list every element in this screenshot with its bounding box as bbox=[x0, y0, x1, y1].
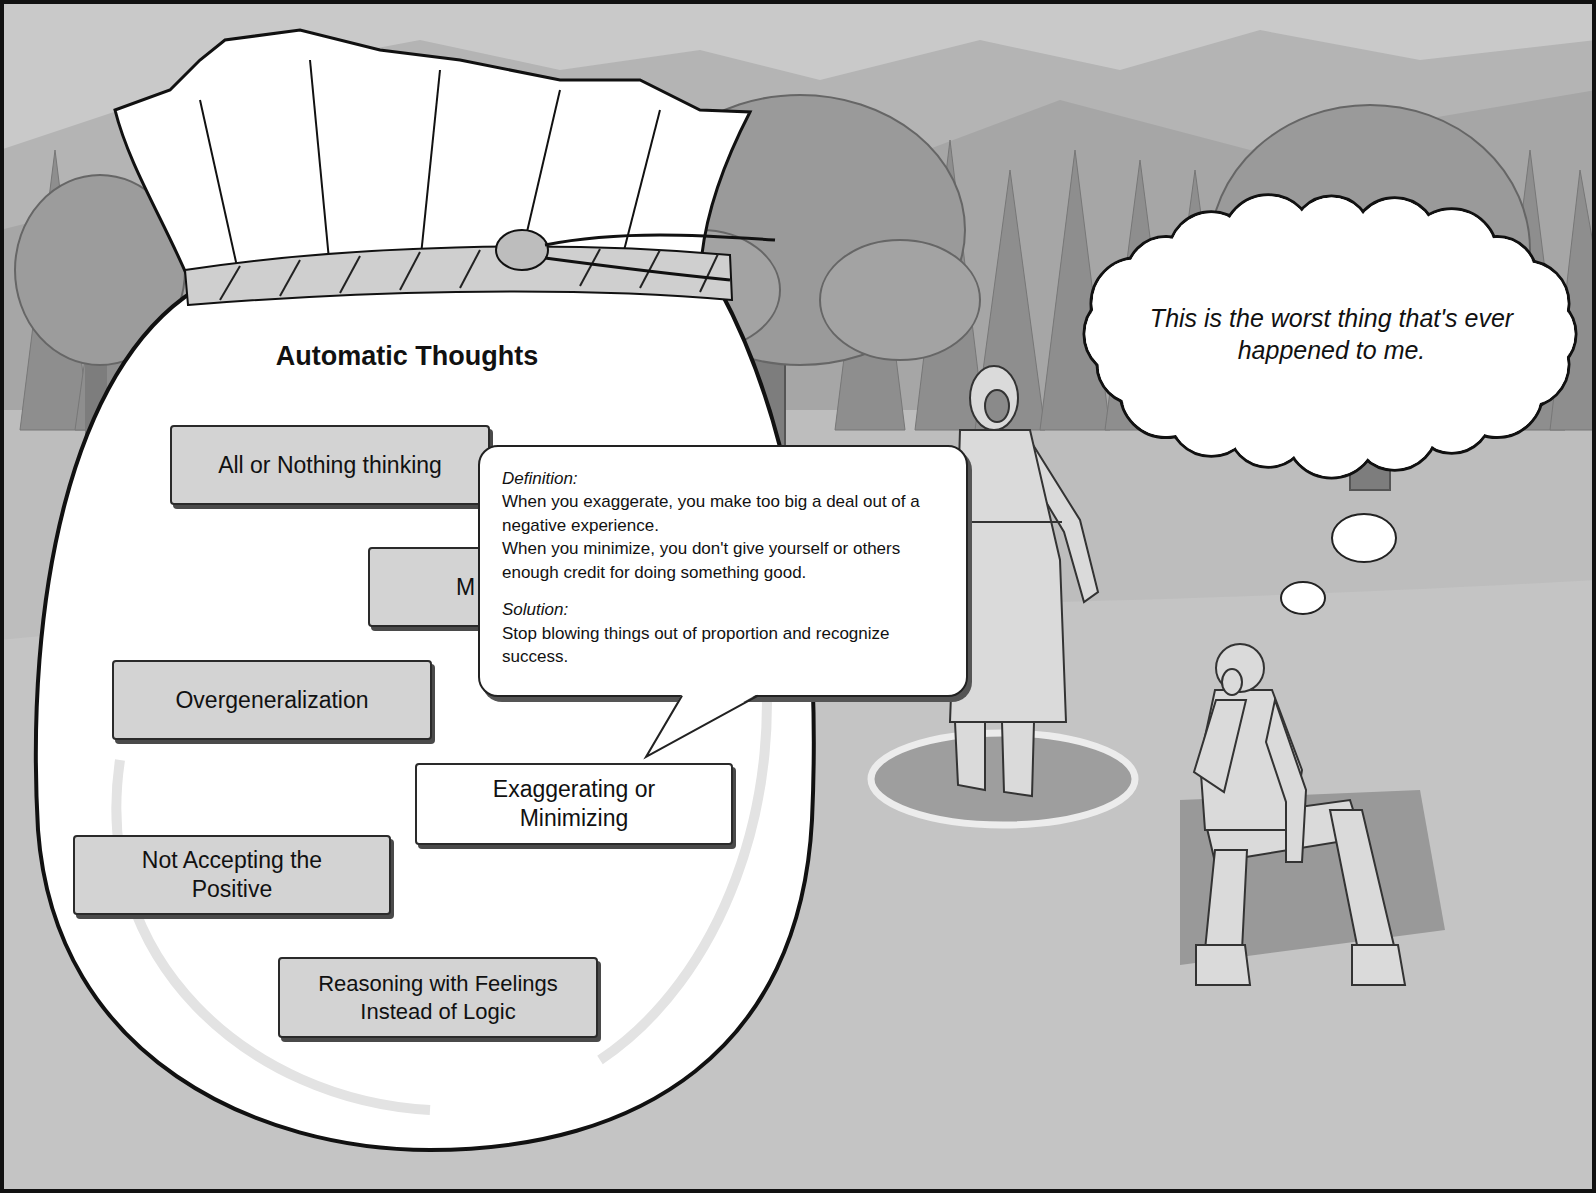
rope-line bbox=[700, 254, 718, 292]
man-boot bbox=[1352, 945, 1405, 985]
callout-text: When you exaggerate, you make too big a … bbox=[502, 490, 946, 537]
cloud-outline bbox=[1079, 188, 1584, 480]
bag-fold bbox=[420, 70, 440, 265]
cloud-fill bbox=[1123, 232, 1540, 436]
callout-text: Solution: bbox=[502, 598, 946, 621]
thought-puff bbox=[1332, 514, 1396, 562]
thought-box: All or Nothing thinking bbox=[170, 425, 490, 505]
bag-shading bbox=[116, 760, 430, 1110]
callout-tail-outline bbox=[646, 696, 758, 757]
figure-belt bbox=[955, 521, 1062, 523]
rope-line bbox=[400, 252, 420, 290]
thought-label: M bbox=[456, 573, 475, 602]
callout-tail bbox=[646, 694, 758, 757]
callout-text: Definition: bbox=[502, 467, 946, 490]
thought-box: Overgeneralization bbox=[112, 660, 432, 740]
thought-label: Exaggerating or Minimizing bbox=[474, 775, 674, 833]
bag-rope bbox=[185, 247, 732, 305]
thought-box: Not Accepting the Positive bbox=[73, 835, 391, 915]
definition-callout: Definition:When you exaggerate, you make… bbox=[478, 445, 968, 697]
man-arm bbox=[1194, 700, 1246, 792]
figure-hood bbox=[970, 366, 1018, 430]
rope-hatching bbox=[220, 249, 718, 300]
figure-face bbox=[985, 390, 1009, 422]
figure-boot bbox=[1002, 722, 1034, 796]
thought-label: All or Nothing thinking bbox=[218, 451, 442, 480]
rope-line bbox=[220, 266, 240, 300]
thought-label: Not Accepting the Positive bbox=[140, 846, 325, 904]
thought-box: Reasoning with Feelings Instead of Logic bbox=[278, 957, 598, 1038]
sitting-man bbox=[1194, 644, 1405, 985]
man-leg bbox=[1205, 850, 1247, 950]
bag-fold bbox=[200, 100, 240, 280]
thought-text: This is the worst thing that's ever happ… bbox=[1112, 302, 1552, 367]
bag-fold bbox=[620, 110, 660, 266]
thought-box: Exaggerating or Minimizing bbox=[415, 763, 733, 845]
man-boot bbox=[1196, 945, 1250, 985]
rope-line bbox=[460, 250, 480, 288]
callout-text: Stop blowing things out of proportion an… bbox=[502, 622, 946, 669]
figure-boot bbox=[955, 722, 985, 790]
thought-puff bbox=[1281, 582, 1325, 614]
bag-fold bbox=[310, 60, 330, 270]
bag-body bbox=[36, 290, 814, 1150]
thought-cloud: This is the worst thing that's ever happ… bbox=[1079, 188, 1584, 480]
tree-canopy bbox=[820, 240, 980, 360]
rope-end bbox=[545, 235, 775, 245]
bag-title: Automatic Thoughts bbox=[257, 341, 557, 372]
rope-line bbox=[280, 260, 300, 296]
rope-end bbox=[545, 258, 730, 280]
man-leg bbox=[1330, 810, 1395, 950]
rope-line bbox=[340, 256, 360, 293]
thought-label: Reasoning with Feelings Instead of Logic bbox=[292, 970, 584, 1025]
thought-label: Overgeneralization bbox=[175, 686, 368, 715]
hooded-figure bbox=[950, 366, 1098, 796]
rope-line bbox=[580, 249, 600, 286]
rope-knot bbox=[496, 230, 548, 270]
callout-text: When you minimize, you don't give yourse… bbox=[502, 537, 946, 584]
man-arm bbox=[1266, 700, 1306, 862]
man-hand bbox=[1222, 669, 1242, 695]
